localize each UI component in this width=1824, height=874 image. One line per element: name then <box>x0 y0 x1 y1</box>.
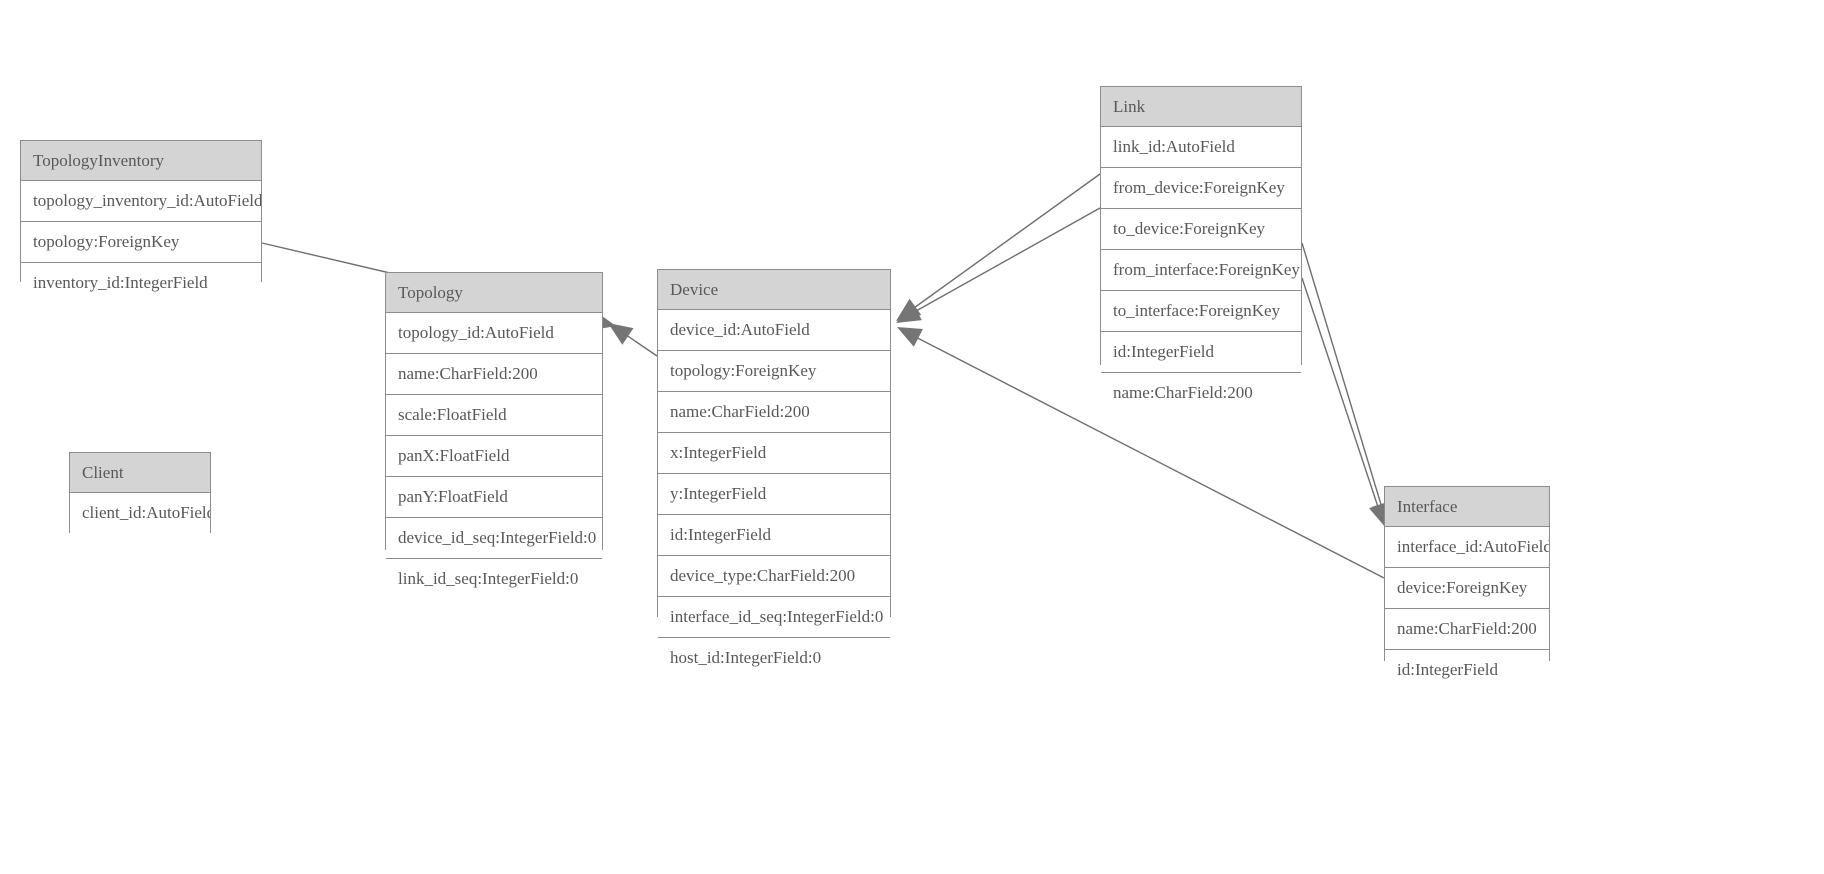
entity-field-row[interactable]: panX:FloatField <box>386 436 602 477</box>
relationship-edge[interactable]: Link.to_interface -> Interface <box>1301 277 1396 531</box>
relationship-edge[interactable]: Link.to_device -> Device <box>891 207 1101 332</box>
relationship-edge[interactable]: Device.topology -> Topology <box>602 315 658 357</box>
entity-title: Client <box>70 453 210 493</box>
entity-field-row[interactable]: name:CharField:200 <box>658 392 890 433</box>
entity-field-row[interactable]: interface_id:AutoField <box>1385 527 1549 568</box>
relationship-arrowhead <box>896 302 922 323</box>
entity-title: Interface <box>1385 487 1549 527</box>
entity-title: TopologyInventory <box>21 141 261 181</box>
entity-field-row[interactable]: id:IntegerField <box>658 515 890 556</box>
entity-field-row[interactable]: scale:FloatField <box>386 395 602 436</box>
entity-field-row[interactable]: name:CharField:200 <box>386 354 602 395</box>
entity-field-row[interactable]: host_id:IntegerField:0 <box>658 638 890 679</box>
relationship-line <box>899 207 1101 321</box>
entity-field-row[interactable]: device_id_seq:IntegerField:0 <box>386 518 602 559</box>
entity-field-row[interactable]: interface_id_seq:IntegerField:0 <box>658 597 890 638</box>
entity-field-row[interactable]: panY:FloatField <box>386 477 602 518</box>
entity-field-row[interactable]: topology_id:AutoField <box>386 313 602 354</box>
entity-field-row[interactable]: y:IntegerField <box>658 474 890 515</box>
relationship-arrowhead <box>897 327 923 347</box>
entity-field-row[interactable]: to_interface:ForeignKey <box>1101 291 1301 332</box>
relationship-line <box>1301 277 1384 523</box>
entity-field-row[interactable]: name:CharField:200 <box>1385 609 1549 650</box>
entity-field-row[interactable]: name:CharField:200 <box>1101 373 1301 414</box>
entity-title: Link <box>1101 87 1301 127</box>
entity-field-row[interactable]: from_interface:ForeignKey <box>1101 250 1301 291</box>
entity-field-row[interactable]: device_id:AutoField <box>658 310 890 351</box>
relationship-line <box>899 173 1101 319</box>
entity-field-row[interactable]: device_type:CharField:200 <box>658 556 890 597</box>
entity-field-row[interactable]: topology:ForeignKey <box>658 351 890 392</box>
entity-title: Device <box>658 270 890 310</box>
entity-field-row[interactable]: device:ForeignKey <box>1385 568 1549 609</box>
entity-field-row[interactable]: id:IntegerField <box>1385 650 1549 691</box>
relationship-line <box>1301 242 1387 522</box>
entity-field-row[interactable]: link_id_seq:IntegerField:0 <box>386 559 602 600</box>
relationship-arrowhead <box>896 298 922 321</box>
entity-field-row[interactable]: id:IntegerField <box>1101 332 1301 373</box>
relationship-arrowhead <box>608 323 634 345</box>
entity-field-row[interactable]: inventory_id:IntegerField <box>21 263 261 304</box>
entity-field-row[interactable]: to_device:ForeignKey <box>1101 209 1301 250</box>
entity-field-row[interactable]: client_id:AutoField <box>70 493 210 534</box>
entity-title: Topology <box>386 273 602 313</box>
entity-field-row[interactable]: topology:ForeignKey <box>21 222 261 263</box>
relationship-line <box>612 325 658 357</box>
entity-field-row[interactable]: topology_inventory_id:AutoField <box>21 181 261 222</box>
relationship-edge[interactable]: Link.from_device -> Device <box>890 173 1101 329</box>
entity-field-row[interactable]: x:IntegerField <box>658 433 890 474</box>
entity-field-row[interactable]: from_device:ForeignKey <box>1101 168 1301 209</box>
entity-field-row[interactable]: link_id:AutoField <box>1101 127 1301 168</box>
